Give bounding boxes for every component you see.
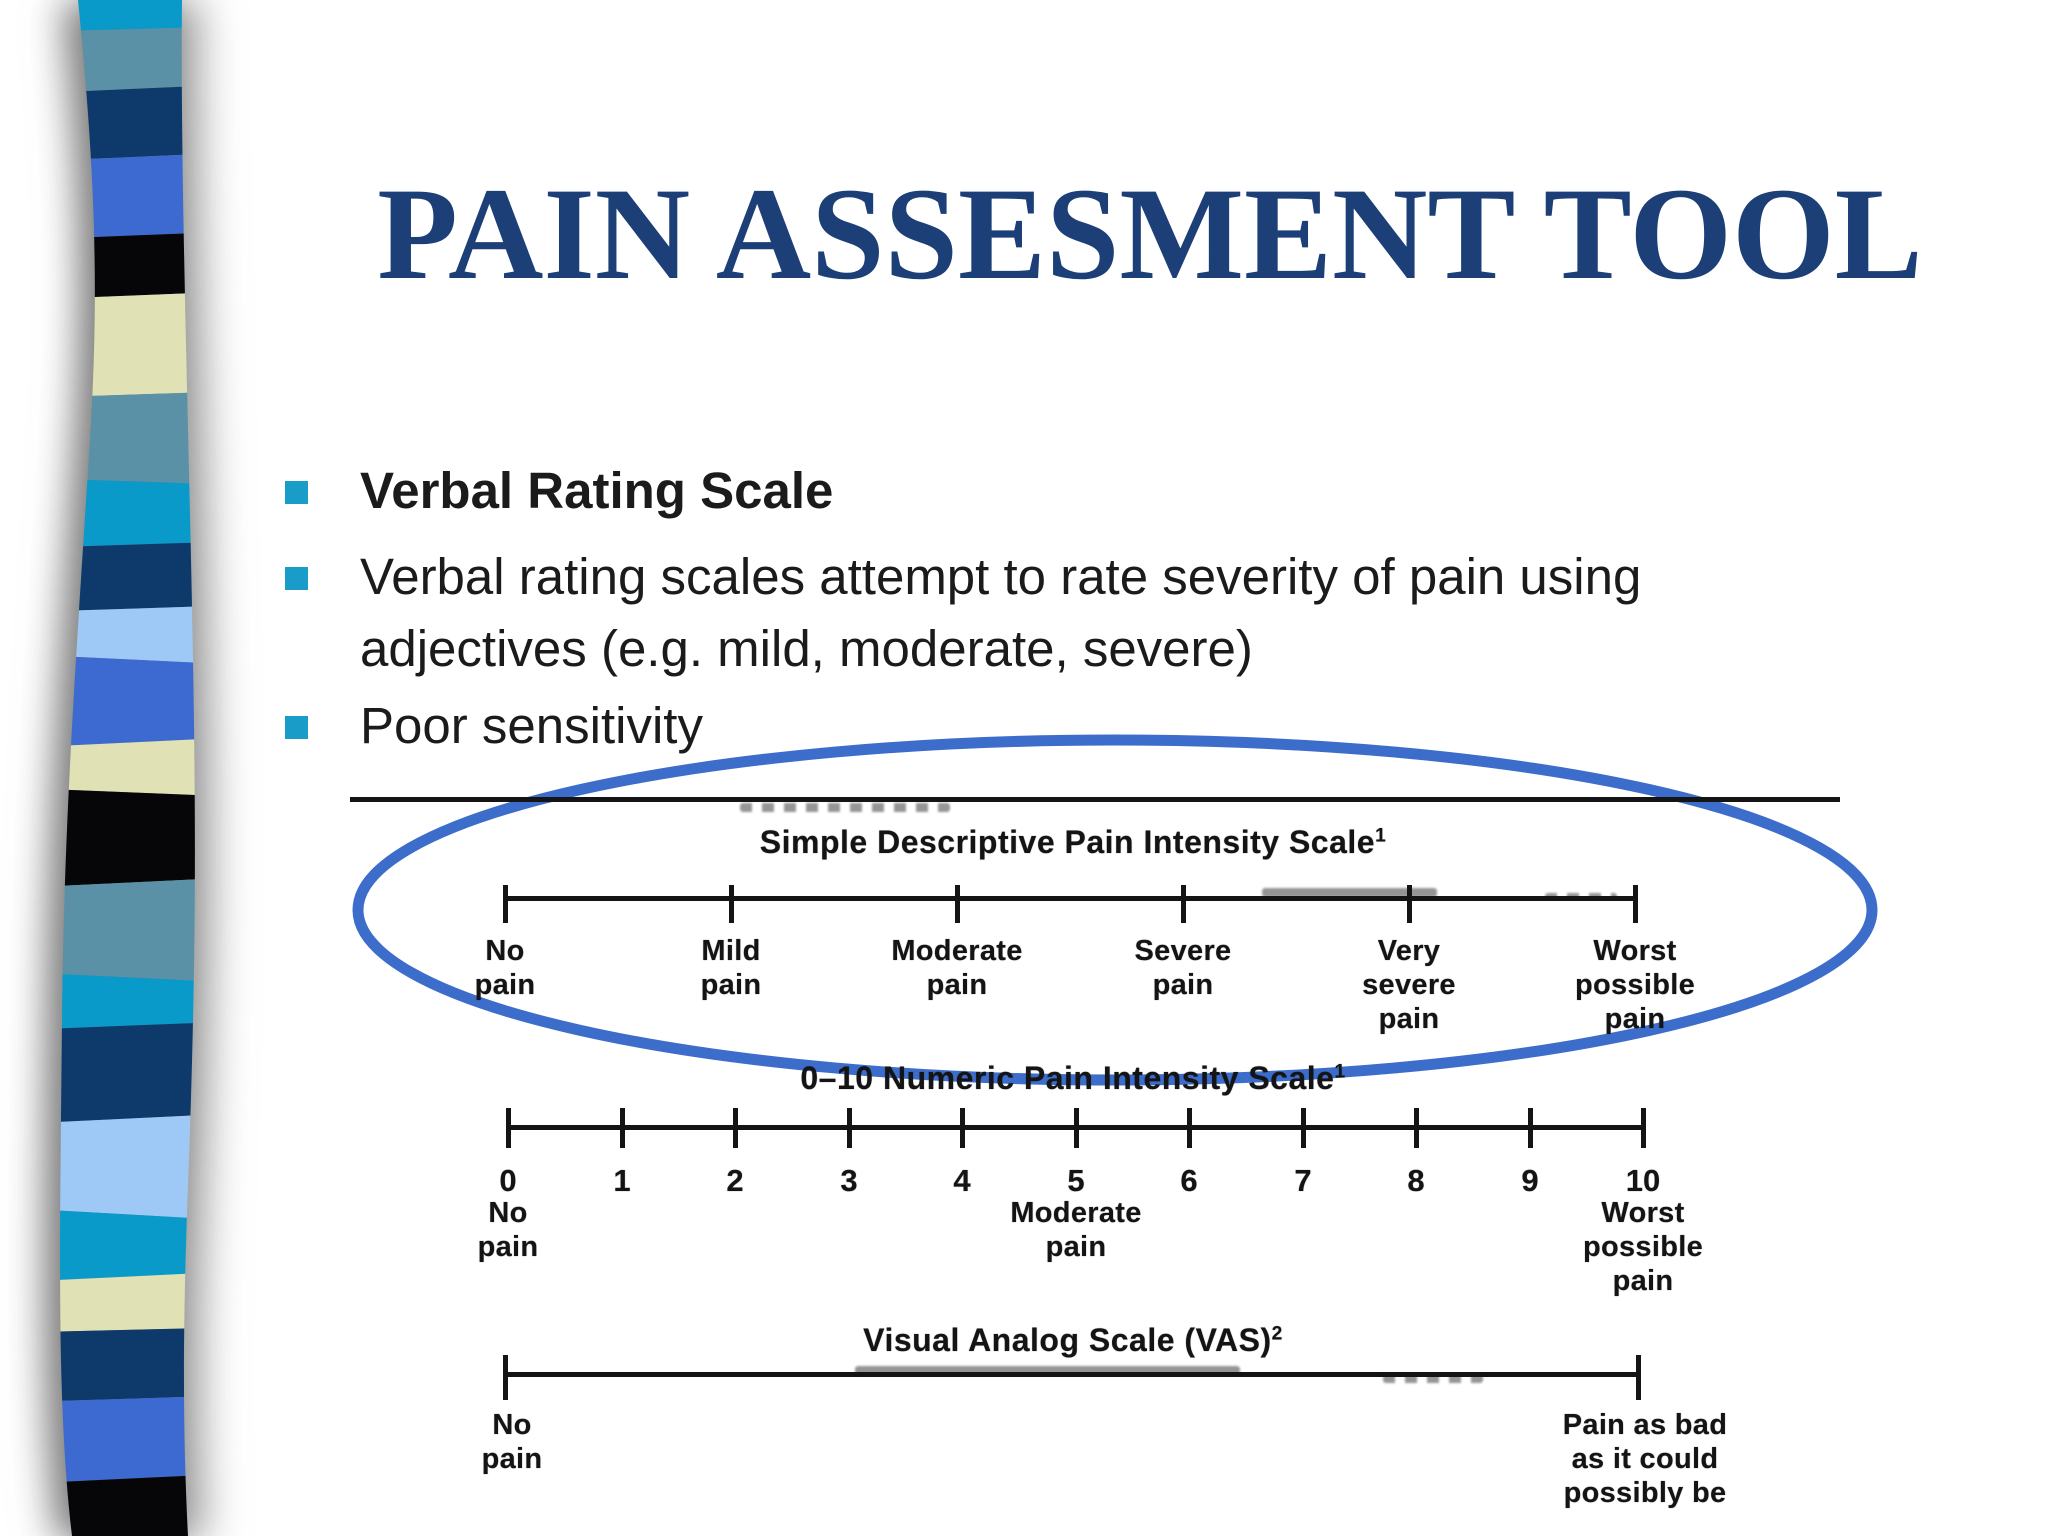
axis-number: 9	[1521, 1163, 1539, 1198]
ribbon-stripe	[60, 1271, 195, 1333]
ribbon-stripe	[60, 152, 195, 241]
tick-mark	[1074, 1108, 1079, 1148]
tick-mark	[1528, 1108, 1533, 1148]
axis-number: 4	[953, 1163, 971, 1198]
axis-number: 1	[613, 1163, 631, 1198]
ribbon-stripe	[60, 291, 195, 399]
ribbon-stripe	[60, 477, 195, 549]
tick-mark	[1414, 1108, 1419, 1148]
tick-mark	[1301, 1108, 1306, 1148]
tick-mark	[1187, 1108, 1192, 1148]
bullet-item: Verbal Rating Scale	[285, 455, 1875, 527]
bullet-marker-icon	[285, 481, 308, 504]
axis-number: 7	[1294, 1163, 1312, 1198]
axis-number: 5	[1067, 1163, 1085, 1198]
highlight-ellipse-stroke	[352, 734, 1878, 1086]
bullet-marker-icon	[285, 567, 308, 590]
scale-title-superscript: 1	[1334, 1061, 1346, 1083]
bullet-item: Verbal rating scales attempt to rate sev…	[285, 541, 1875, 685]
scale-title: Visual Analog Scale (VAS)2	[350, 1322, 1796, 1359]
tick-mark	[733, 1108, 738, 1148]
ribbon-stripe	[60, 1021, 195, 1125]
ribbon-stripe	[60, 1327, 195, 1403]
scan-artifact	[1262, 888, 1437, 897]
scale-axis-line	[505, 1372, 1640, 1377]
tick-mark	[847, 1108, 852, 1148]
ribbon-stripe	[60, 737, 195, 797]
bullet-marker-icon	[285, 716, 308, 739]
scale-axis-line	[505, 896, 1637, 901]
scale-title-superscript: 2	[1271, 1323, 1283, 1345]
anchor-label: No pain	[481, 1409, 543, 1476]
tick-mark	[729, 885, 734, 923]
bullet-text: Verbal rating scales attempt to rate sev…	[360, 548, 1642, 677]
tick-label: Severe pain	[1134, 935, 1232, 1002]
page-title: PAIN ASSESMENT TOOL	[377, 160, 1923, 307]
ribbon-stripe	[60, 391, 195, 485]
highlight-ellipse	[352, 734, 1878, 1086]
ribbon-stripe	[60, 231, 195, 301]
tick-label: Moderate pain	[891, 935, 1023, 1002]
ribbon-stripe	[60, 541, 195, 613]
ribbon-stripe	[60, 1473, 195, 1536]
tick-mark	[1181, 885, 1186, 923]
axis-number: 3	[840, 1163, 858, 1198]
tick-label: Very severe pain	[1362, 935, 1456, 1036]
anchor-label: Worst possible pain	[1582, 1197, 1704, 1298]
axis-number: 2	[726, 1163, 744, 1198]
scan-artifact	[1383, 1375, 1483, 1383]
ribbon-stripe	[60, 787, 195, 889]
scale-title: Simple Descriptive Pain Intensity Scale1	[350, 824, 1796, 861]
anchor-label: No pain	[477, 1197, 539, 1264]
scale-title-text: Visual Analog Scale (VAS)	[863, 1322, 1272, 1358]
axis-number: 0	[499, 1163, 517, 1198]
tick-mark	[503, 885, 508, 923]
axis-number: 8	[1407, 1163, 1425, 1198]
tick-label: Worst possible pain	[1574, 935, 1696, 1036]
tick-label: No pain	[474, 935, 536, 1002]
ribbon-stripe	[60, 1395, 195, 1485]
ribbon-stripe	[60, 1113, 195, 1221]
scan-artifact	[740, 803, 950, 812]
bullet-text: Verbal Rating Scale	[360, 462, 834, 519]
tick-mark	[1641, 1108, 1646, 1148]
bullet-item: Poor sensitivity	[285, 690, 1875, 762]
axis-number: 10	[1625, 1163, 1661, 1198]
axis-number: 6	[1180, 1163, 1198, 1198]
scale-title: 0–10 Numeric Pain Intensity Scale1	[350, 1060, 1796, 1097]
tick-mark	[620, 1108, 625, 1148]
scale-title-superscript: 1	[1375, 825, 1387, 847]
ribbon-stripe	[60, 605, 195, 665]
ribbon-stripe	[60, 1207, 195, 1283]
scale-title-text: 0–10 Numeric Pain Intensity Scale	[800, 1060, 1335, 1096]
tick-mark	[1407, 885, 1412, 923]
scale-title-text: Simple Descriptive Pain Intensity Scale	[759, 824, 1376, 860]
ribbon-svg	[60, 0, 195, 1536]
separator-line	[350, 797, 1840, 802]
tick-mark	[506, 1108, 511, 1148]
tick-mark	[503, 1355, 508, 1400]
tick-mark	[1636, 1355, 1641, 1400]
anchor-label: Pain as bad as it could possibly be	[1562, 1409, 1728, 1510]
tick-label: Mild pain	[700, 935, 762, 1002]
tick-mark	[955, 885, 960, 923]
ribbon-stripe	[60, 653, 195, 749]
ribbon-stripe	[60, 877, 195, 983]
ribbon-decoration	[0, 0, 260, 1536]
tick-mark	[960, 1108, 965, 1148]
bullet-text: Poor sensitivity	[360, 697, 703, 754]
anchor-label: Moderate pain	[1010, 1197, 1142, 1264]
scan-artifact	[1545, 893, 1617, 899]
scan-artifact	[855, 1366, 1240, 1375]
ribbon-stripe	[60, 971, 195, 1031]
tick-mark	[1633, 885, 1638, 923]
